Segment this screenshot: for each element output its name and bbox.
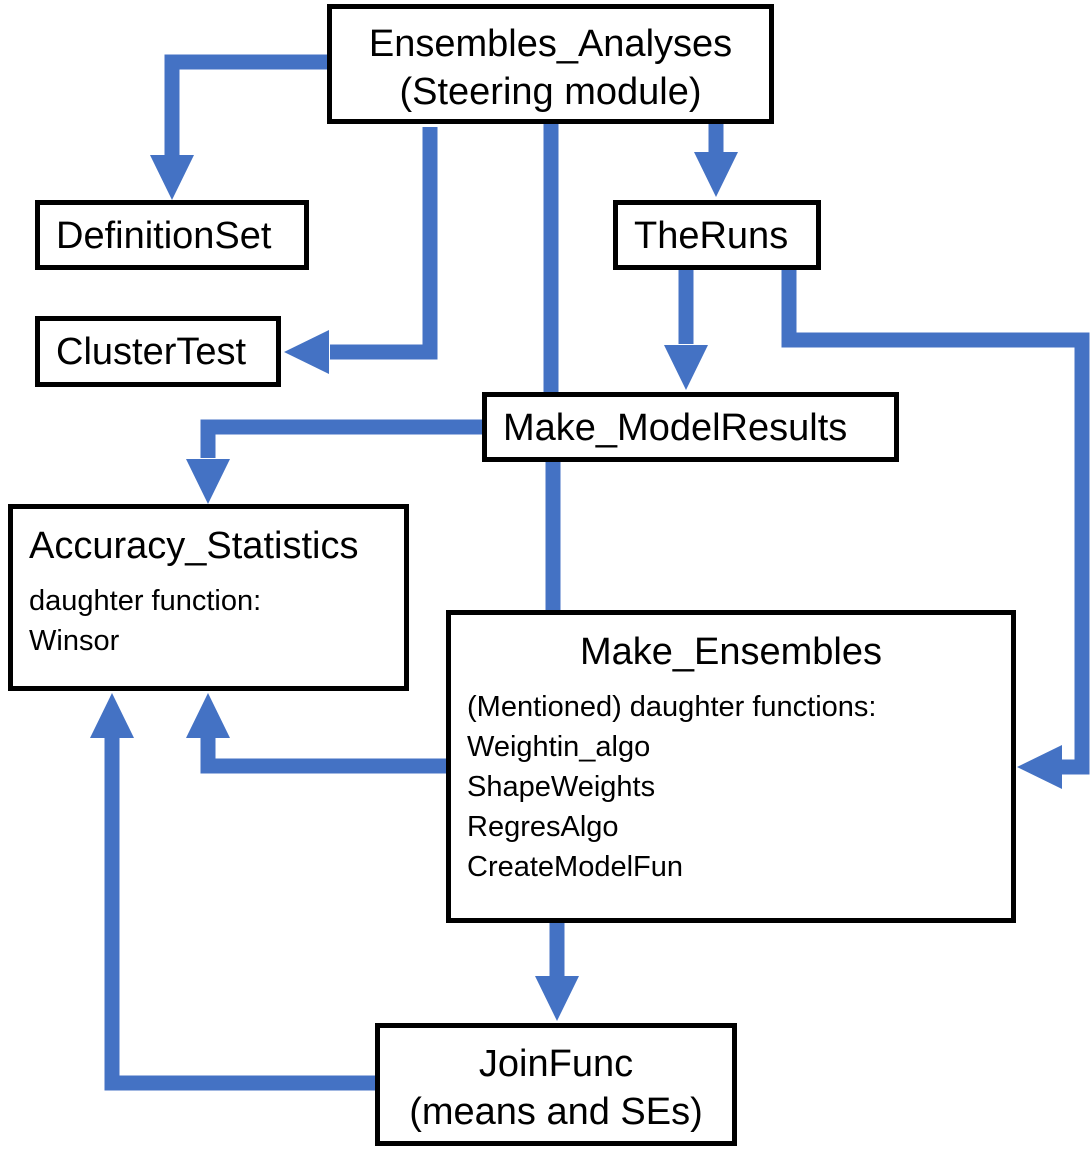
node-make-ensembles-line: RegresAlgo — [467, 811, 619, 843]
node-clustertest-title: ClusterTest — [56, 331, 247, 373]
arrowhead — [186, 693, 230, 738]
node-definitionset[interactable]: DefinitionSet — [35, 200, 309, 270]
connector-make-modelresults-to-accuracy-statistics — [186, 419, 482, 504]
node-ensembles-analyses-subtitle: (Steering module) — [399, 71, 702, 113]
node-definitionset-title: DefinitionSet — [56, 215, 272, 257]
spacer — [467, 676, 1011, 687]
arrowhead — [90, 693, 134, 738]
arrowhead — [664, 345, 708, 390]
node-make-ensembles-line: CreateModelFun — [467, 851, 683, 883]
connector-ensembles-analyses-to-clustertest — [284, 127, 438, 374]
node-make-ensembles-line: (Mentioned) daughter functions: — [467, 691, 877, 723]
node-accuracy-statistics-title: Accuracy_Statistics — [29, 525, 359, 567]
node-make-modelresults[interactable]: Make_ModelResults — [482, 392, 899, 462]
node-accuracy-statistics[interactable]: Accuracy_Statistics daughter function: W… — [8, 504, 409, 691]
arrowhead — [694, 152, 738, 197]
connector-line — [781, 270, 1090, 775]
connector-line — [200, 738, 446, 774]
node-make-ensembles-line: ShapeWeights — [467, 771, 656, 803]
node-make-ensembles-line: Weightin_algo — [467, 731, 651, 763]
node-theruns[interactable]: TheRuns — [613, 200, 821, 270]
connector-ensembles-analyses-to-definitionset — [150, 54, 327, 200]
arrowhead — [284, 330, 329, 374]
connector-line — [200, 419, 482, 458]
connector-theruns-to-make-ensembles — [781, 270, 1090, 789]
connector-make-ensembles-to-joinfunc — [535, 923, 579, 1021]
node-make-ensembles[interactable]: Make_Ensembles (Mentioned) daughter func… — [446, 610, 1016, 923]
connector-line — [330, 127, 438, 360]
node-joinfunc-title: JoinFunc — [478, 1043, 634, 1085]
connector-line — [164, 54, 327, 155]
spacer — [29, 570, 404, 581]
connector-theruns-to-make-modelresults — [664, 270, 708, 390]
arrowhead — [535, 976, 579, 1021]
node-accuracy-statistics-line: daughter function: — [29, 585, 262, 617]
arrowhead — [150, 155, 194, 200]
arrowhead — [1017, 745, 1062, 789]
node-joinfunc-subtitle: (means and SEs) — [409, 1091, 703, 1133]
node-ensembles-analyses-title: Ensembles_Analyses — [368, 23, 733, 65]
connector-line — [104, 738, 375, 1091]
connector-joinfunc-to-accuracy-statistics — [90, 693, 375, 1091]
node-accuracy-statistics-line: Winsor — [29, 625, 120, 657]
node-ensembles-analyses[interactable]: Ensembles_Analyses (Steering module) — [327, 4, 774, 124]
node-joinfunc[interactable]: JoinFunc (means and SEs) — [375, 1023, 737, 1146]
connector-ensembles-analyses-to-theruns — [694, 124, 738, 197]
node-make-modelresults-title: Make_ModelResults — [503, 407, 848, 449]
node-theruns-title: TheRuns — [634, 215, 789, 257]
arrowhead — [186, 459, 230, 504]
node-make-ensembles-title: Make_Ensembles — [579, 631, 883, 673]
connector-make-ensembles-to-accuracy-statistics — [186, 693, 446, 774]
node-clustertest[interactable]: ClusterTest — [35, 316, 281, 387]
